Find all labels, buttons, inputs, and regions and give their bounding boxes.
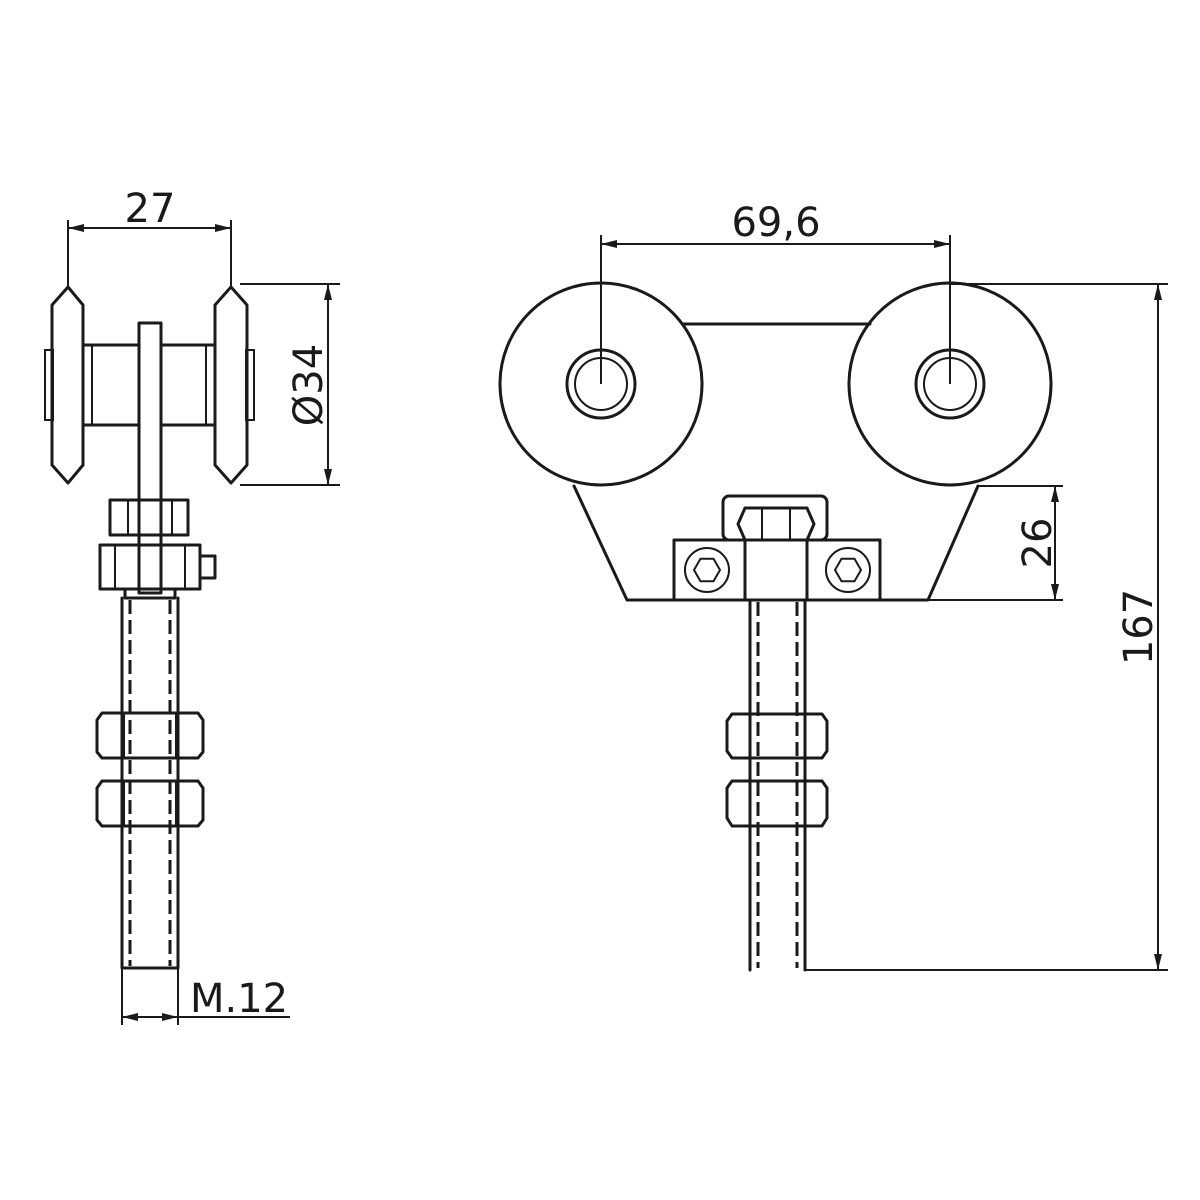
front-mount-block [672,538,882,602]
dim-side-width: 27 [67,186,232,287]
front-top-nut [721,494,829,542]
dim-thread: M.12 [121,968,290,1025]
dim-bracket-height: 26 [928,485,1063,601]
dim-wheel-spacing-label: 69,6 [731,200,820,246]
side-right-wheel [213,285,255,485]
side-left-wheel [44,285,85,485]
dim-total-height: 167 [805,283,1168,971]
dim-thread-label: M.12 [190,976,288,1022]
dim-side-width-label: 27 [125,186,176,232]
side-threaded-rod [120,596,180,970]
side-nut-2 [95,779,205,828]
side-bolt-assembly [98,498,217,600]
front-threaded-rod [748,598,807,972]
front-nut-2 [725,779,829,828]
dim-wheel-diameter: Ø34 [240,283,340,486]
side-view: 27 Ø34 M.12 [44,186,340,1025]
dim-total-height-label: 167 [1116,589,1162,665]
front-view: 69,6 26 167 [498,200,1168,972]
front-nut-1 [725,712,829,760]
dim-bracket-height-label: 26 [1015,518,1061,569]
side-axle [81,343,217,427]
front-body [572,484,980,602]
dim-wheel-spacing: 69,6 [600,200,951,384]
side-plate [137,321,163,595]
side-nut-1 [95,711,205,760]
dim-wheel-diameter-label: Ø34 [286,344,332,426]
